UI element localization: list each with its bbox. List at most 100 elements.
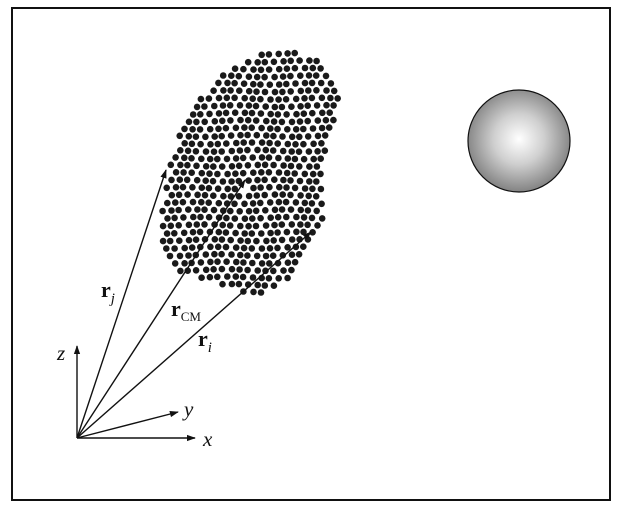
particle <box>258 139 266 146</box>
particle <box>280 162 287 169</box>
particle <box>172 169 180 176</box>
particle <box>206 273 214 281</box>
particle <box>172 199 179 206</box>
particle <box>214 273 221 281</box>
particle <box>300 140 307 148</box>
particle <box>297 103 304 110</box>
particle <box>249 154 256 161</box>
particle <box>279 191 287 198</box>
particle <box>210 192 217 199</box>
particle <box>296 163 303 170</box>
particle <box>196 126 204 133</box>
particle <box>252 207 260 215</box>
particle <box>168 207 175 214</box>
particle <box>218 163 226 170</box>
particle <box>284 140 292 148</box>
particle <box>185 118 193 126</box>
particle <box>189 126 196 133</box>
particle <box>228 147 236 155</box>
particle <box>258 230 265 237</box>
particle <box>224 185 231 193</box>
particle <box>192 133 200 140</box>
particle <box>271 103 279 111</box>
particle <box>179 183 187 191</box>
particle <box>304 207 312 214</box>
particle <box>232 273 240 280</box>
particle <box>280 267 287 274</box>
particle <box>274 229 281 236</box>
particle <box>224 273 231 280</box>
particle <box>292 141 299 148</box>
particle <box>253 252 261 260</box>
particle <box>270 161 277 169</box>
particle <box>271 73 278 81</box>
particle <box>207 258 214 266</box>
particle <box>301 95 308 102</box>
particle <box>172 184 180 191</box>
particle <box>318 94 326 102</box>
particle <box>287 88 295 95</box>
particle <box>163 245 170 252</box>
particle <box>271 221 278 229</box>
particle <box>241 215 249 222</box>
particle <box>249 274 257 281</box>
particle <box>248 109 256 117</box>
particle <box>231 215 239 222</box>
particle <box>185 236 193 244</box>
particle <box>253 192 261 199</box>
particle <box>211 236 219 243</box>
particle <box>205 213 213 221</box>
particle <box>184 161 191 169</box>
particle <box>305 148 313 155</box>
vector-r-i <box>76 231 312 439</box>
particle <box>263 117 270 125</box>
particle <box>291 64 299 72</box>
particle <box>159 237 167 245</box>
particle <box>189 111 197 118</box>
particle <box>237 116 244 124</box>
particle <box>310 140 317 148</box>
particle <box>244 116 252 124</box>
particle <box>309 109 316 117</box>
particle <box>254 161 262 169</box>
vector-r-j <box>76 169 167 439</box>
particle <box>236 208 243 215</box>
particle <box>171 260 179 267</box>
particle <box>271 191 279 198</box>
particle <box>288 251 296 258</box>
particle <box>206 110 213 118</box>
particle <box>275 96 282 103</box>
label-z-axis: z <box>56 341 65 365</box>
particle <box>222 243 230 251</box>
particle <box>202 133 209 141</box>
particle <box>254 146 261 154</box>
particle <box>278 118 286 126</box>
particle <box>228 163 236 170</box>
particle <box>202 251 210 258</box>
particle <box>227 236 234 244</box>
particle <box>269 147 277 154</box>
particle <box>257 289 265 296</box>
particle <box>304 133 312 140</box>
particle <box>245 192 253 200</box>
particle <box>306 57 313 64</box>
particle <box>301 185 309 192</box>
particle <box>318 215 326 222</box>
particle <box>250 169 257 176</box>
particle <box>176 252 184 260</box>
particle <box>297 206 305 214</box>
particle <box>198 155 205 163</box>
position-vectors <box>76 169 312 439</box>
particle <box>308 94 316 102</box>
particle <box>236 266 243 273</box>
particle <box>183 176 191 184</box>
particle <box>241 124 248 131</box>
particle <box>245 207 253 215</box>
particle <box>185 206 192 213</box>
particle <box>282 198 290 206</box>
particle <box>163 184 170 192</box>
particle <box>317 79 325 87</box>
particle <box>257 81 264 88</box>
particle <box>239 169 247 177</box>
particle <box>267 229 274 237</box>
